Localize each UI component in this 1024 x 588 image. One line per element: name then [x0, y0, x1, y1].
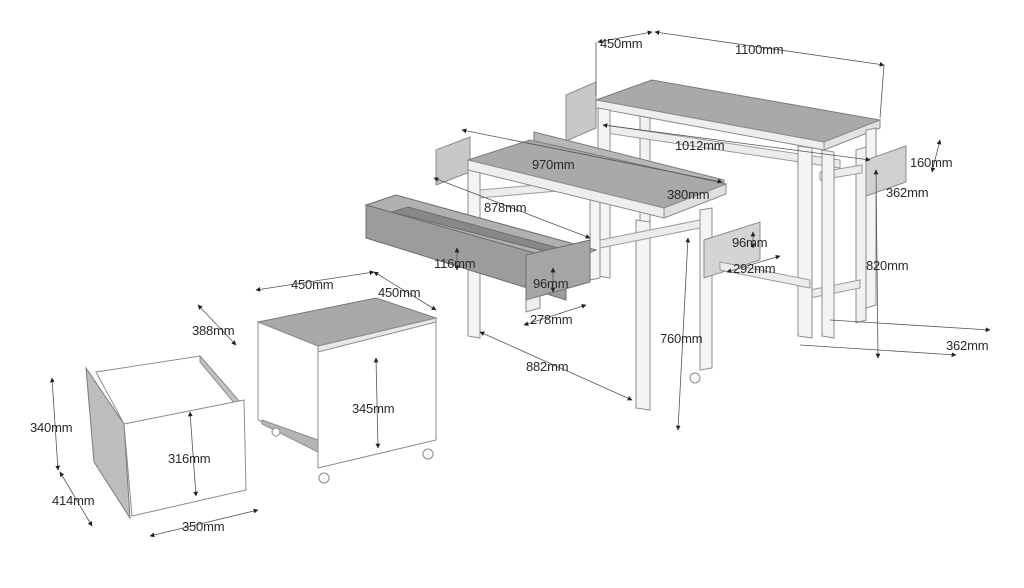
dim-label-desk-panel-depth: 362mm	[886, 185, 929, 200]
dim-label-pullout-leg-span: 882mm	[526, 359, 569, 374]
dim-label-box-inner-height: 316mm	[168, 451, 211, 466]
dim-label-desk-leg-depth: 362mm	[946, 338, 989, 353]
dim-label-pullout-panel-depth: 292mm	[733, 261, 776, 276]
dim-label-box-height: 340mm	[30, 420, 73, 435]
dim-label-box-depth: 388mm	[192, 323, 235, 338]
dim-label-desk-depth: 450mm	[600, 36, 643, 51]
rolling-cube	[256, 297, 438, 484]
dim-label-pullout-length: 970mm	[532, 157, 575, 172]
dim-label-box-side-depth: 414mm	[52, 493, 95, 508]
large-desk	[565, 79, 907, 339]
dim-label-box-width: 350mm	[182, 519, 225, 534]
dim-label-pullout-inner-length: 878mm	[484, 200, 527, 215]
dim-label-desk-panel-height: 160mm	[910, 155, 953, 170]
dim-label-drawer-depth: 278mm	[530, 312, 573, 327]
dimension-lines	[49, 30, 991, 538]
dim-label-cube-width: 450mm	[291, 277, 334, 292]
dim-label-drawer-front-height: 96mm	[533, 276, 569, 291]
dim-label-pullout-depth: 380mm	[667, 187, 710, 202]
dim-label-pullout-panel-height: 96mm	[732, 235, 768, 250]
dim-label-cube-depth: 450mm	[378, 285, 421, 300]
dim-label-cube-height: 345mm	[352, 401, 395, 416]
storage-box	[85, 354, 247, 520]
dim-label-pullout-height: 760mm	[660, 331, 703, 346]
dim-label-drawer-inner-height: 116mm	[434, 256, 476, 271]
dim-label-desk-inner-length: 1012mm	[675, 138, 725, 153]
dim-label-desk-height: 820mm	[866, 258, 909, 273]
dim-label-desk-length: 1100mm	[735, 42, 784, 57]
